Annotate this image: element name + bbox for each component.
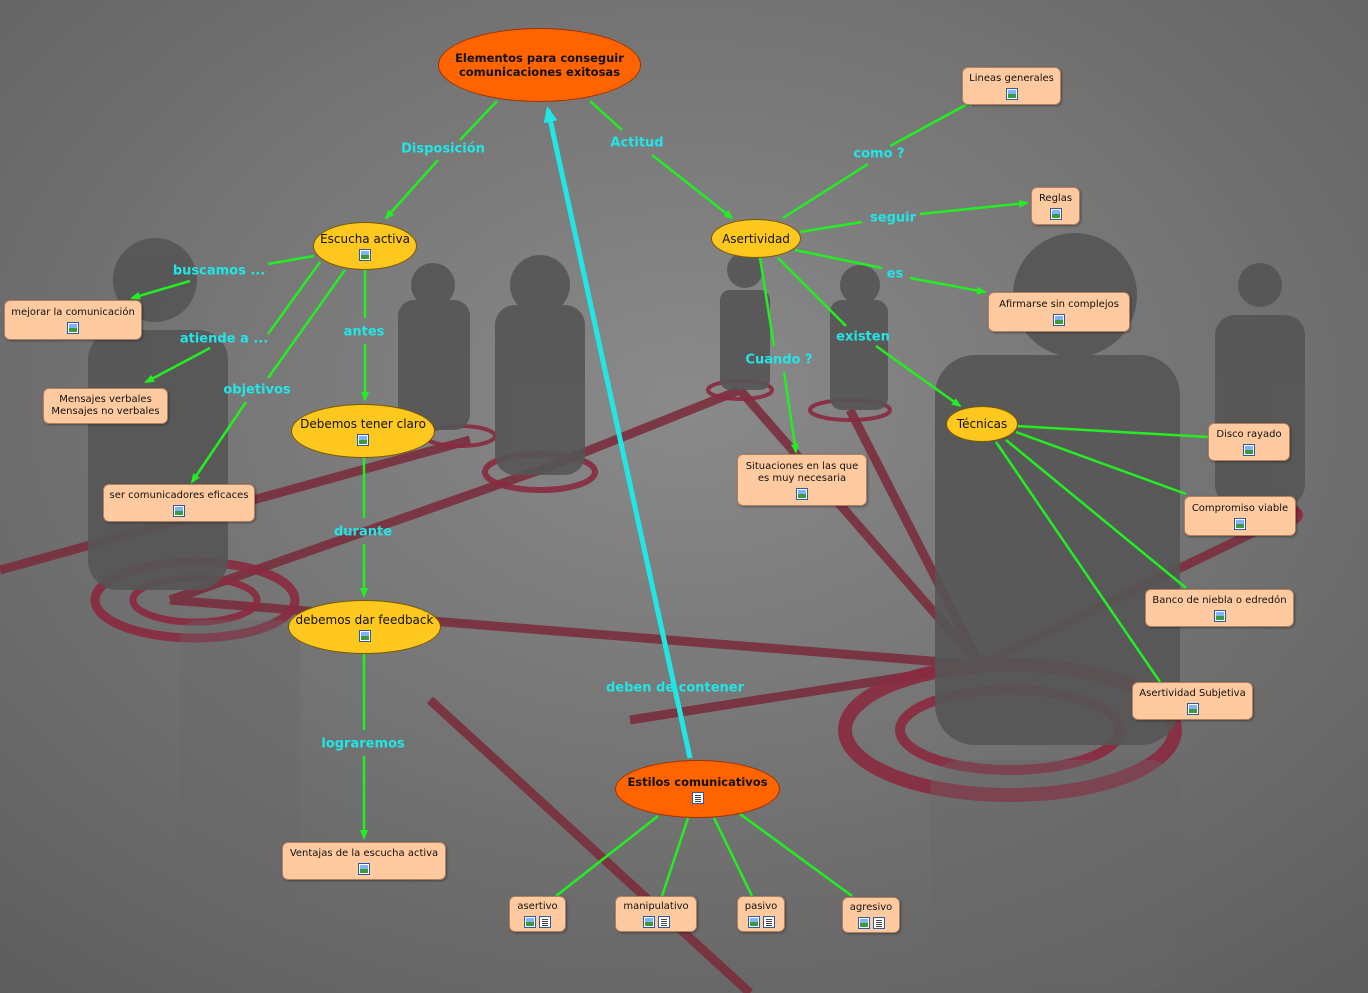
link-label-objetivos: objetivos xyxy=(223,382,291,398)
concept-label: Estilos comunicativos xyxy=(627,774,768,789)
image-icon[interactable] xyxy=(358,629,371,642)
concept-label: ser comunicadores eficaces xyxy=(109,489,249,501)
concept-asertividad[interactable]: Asertividad xyxy=(711,219,801,258)
concept-afirmarse[interactable]: Afirmarse sin complejos xyxy=(988,292,1130,332)
image-icon[interactable] xyxy=(857,916,870,929)
concept-escucha-activa[interactable]: Escucha activa xyxy=(313,222,417,270)
concept-situaciones[interactable]: Situaciones en las que es muy necesaria xyxy=(737,454,867,506)
link-label-cuando: Cuando ? xyxy=(745,352,813,368)
link-label-existen: existen xyxy=(836,329,890,345)
concept-debemos-tener-claro[interactable]: Debemos tener claro xyxy=(291,404,435,458)
concept-asertivo[interactable]: asertivo xyxy=(509,896,566,932)
concept-label: Compromiso viable xyxy=(1191,502,1289,514)
link-label-como: como ? xyxy=(853,146,905,162)
image-icon[interactable] xyxy=(1243,443,1255,456)
link-label-disposicion: Disposición xyxy=(401,141,485,157)
image-icon[interactable] xyxy=(747,915,760,928)
image-icon[interactable] xyxy=(357,433,369,446)
image-icon[interactable] xyxy=(67,321,79,334)
image-icon[interactable] xyxy=(642,915,655,928)
link-label-lograremos: lograremos xyxy=(321,736,405,752)
concept-debemos-dar-feedback[interactable]: debemos dar feedback xyxy=(288,600,441,654)
concept-label: Reglas xyxy=(1038,192,1073,204)
image-icon[interactable] xyxy=(796,487,808,500)
image-icon[interactable] xyxy=(173,504,185,517)
concept-ventajas-escucha[interactable]: Ventajas de la escucha activa xyxy=(282,842,446,880)
concept-label: asertivo xyxy=(517,900,558,912)
concept-label: Afirmarse sin complejos xyxy=(999,298,1119,310)
concept-manipulativo[interactable]: manipulativo xyxy=(615,896,697,932)
image-icon[interactable] xyxy=(1186,702,1199,715)
document-icon[interactable] xyxy=(872,916,885,929)
document-icon[interactable] xyxy=(539,915,551,928)
concept-agresivo[interactable]: agresivo xyxy=(842,897,900,933)
concept-disco-rayado[interactable]: Disco rayado xyxy=(1208,423,1290,461)
concept-label: Lineas generales xyxy=(969,72,1054,84)
image-icon[interactable] xyxy=(1049,207,1062,220)
concept-label: Asertividad Subjetiva xyxy=(1139,687,1246,699)
concept-estilos-comunicativos[interactable]: Estilos comunicativos xyxy=(615,760,780,818)
image-icon[interactable] xyxy=(1053,313,1065,326)
concept-label: mejorar la comunicación xyxy=(11,306,135,318)
concept-label: Técnicas xyxy=(956,417,1008,431)
link-label-atiende: atiende a ... xyxy=(179,331,269,347)
concept-label: Escucha activa xyxy=(320,231,410,246)
concept-label: Disco rayado xyxy=(1216,428,1282,440)
concept-asertividad-subjetiva[interactable]: Asertividad Subjetiva xyxy=(1132,682,1253,720)
link-label-seguir: seguir xyxy=(870,210,916,226)
link-label-durante: durante xyxy=(333,524,393,540)
concept-label: debemos dar feedback xyxy=(295,612,434,627)
concept-label: Ventajas de la escucha activa xyxy=(289,847,439,859)
link-label-buscamos: buscamos ... xyxy=(172,263,266,279)
link-label-actitud: Actitud xyxy=(610,135,664,151)
concept-pasivo[interactable]: pasivo xyxy=(737,896,785,932)
link-label-es: es xyxy=(886,266,904,282)
concept-comunicadores-eficaces[interactable]: ser comunicadores eficaces xyxy=(103,484,255,522)
concept-mensajes[interactable]: Mensajes verbales Mensajes no verbales xyxy=(43,388,168,424)
concept-compromiso-viable[interactable]: Compromiso viable xyxy=(1184,496,1296,536)
image-icon[interactable] xyxy=(524,915,536,928)
concept-label: agresivo xyxy=(849,901,893,913)
concept-label: pasivo xyxy=(744,900,778,912)
concept-main[interactable]: Elementos para conseguir comunicaciones … xyxy=(438,28,641,102)
concept-main-label: Elementos para conseguir comunicaciones … xyxy=(455,51,624,79)
concept-label: Asertividad xyxy=(722,231,790,246)
concept-mejorar-comunicacion[interactable]: mejorar la comunicación xyxy=(4,300,142,340)
image-icon[interactable] xyxy=(359,248,371,261)
concept-label: Mensajes verbales Mensajes no verbales xyxy=(51,394,160,417)
link-label-antes: antes xyxy=(343,324,385,340)
concept-label: Situaciones en las que es muy necesaria xyxy=(745,460,859,484)
concept-label: Debemos tener claro xyxy=(300,416,426,431)
document-icon[interactable] xyxy=(657,915,670,928)
concept-banco-niebla[interactable]: Banco de niebla o edredón xyxy=(1145,589,1294,627)
document-icon[interactable] xyxy=(691,791,704,804)
concept-lineas-generales[interactable]: Lineas generales xyxy=(962,67,1061,105)
concept-label: Banco de niebla o edredón xyxy=(1152,594,1287,606)
concept-reglas[interactable]: Reglas xyxy=(1031,187,1080,225)
image-icon[interactable] xyxy=(358,862,370,875)
image-icon[interactable] xyxy=(1005,87,1018,100)
image-icon[interactable] xyxy=(1234,517,1246,530)
concept-label: manipulativo xyxy=(623,900,689,912)
image-icon[interactable] xyxy=(1213,609,1226,622)
document-icon[interactable] xyxy=(762,915,775,928)
concept-tecnicas[interactable]: Técnicas xyxy=(946,406,1018,442)
link-label-deben: deben de contener xyxy=(605,680,745,696)
